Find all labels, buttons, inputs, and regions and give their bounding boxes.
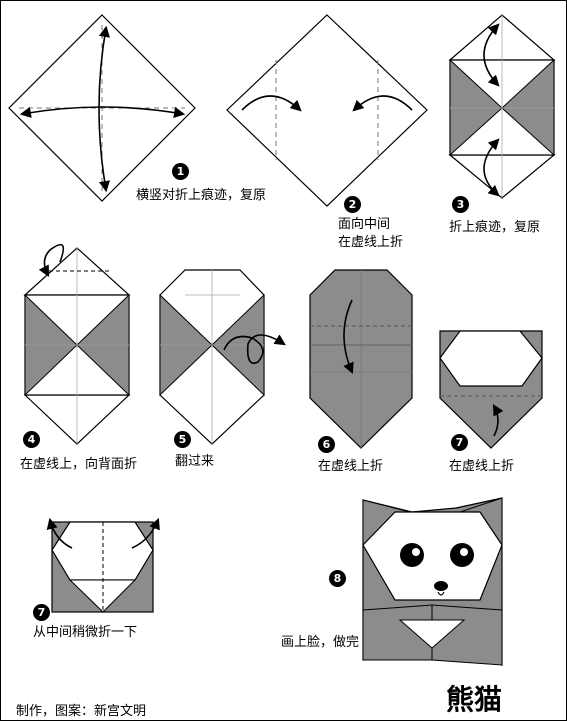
step-2-caption-line2: 在虚线上折 xyxy=(338,235,404,250)
step-3-caption: 折上痕迹，复原 xyxy=(449,220,541,235)
diagram-title: 熊猫 xyxy=(446,683,503,716)
step-7-badge: 7 xyxy=(451,434,468,451)
step3-diagram xyxy=(448,14,556,199)
step-3-badge: 3 xyxy=(452,196,469,213)
step-5-badge: 5 xyxy=(174,431,191,448)
step-4-badge: 4 xyxy=(23,431,40,448)
step-4-caption: 在虚线上，向背面折 xyxy=(20,457,138,472)
step1-diagram xyxy=(8,14,196,202)
step-1-badge: 1 xyxy=(172,163,189,180)
step2-diagram xyxy=(226,14,428,207)
step-2-caption: 面向中间 xyxy=(338,217,391,232)
step-6-caption: 在虚线上折 xyxy=(318,459,384,474)
step6-diagram xyxy=(309,269,413,449)
step-5-caption: 翻过来 xyxy=(175,454,215,469)
step7-diagram xyxy=(439,330,543,449)
step-1-caption: 横竖对折上痕迹，复原 xyxy=(136,188,267,203)
step-6-badge: 6 xyxy=(318,436,335,453)
step-8-badge: 8 xyxy=(329,570,346,587)
step-7b-caption: 从中间稍微折一下 xyxy=(33,625,138,640)
step-7-caption: 在虚线上折 xyxy=(449,459,515,474)
credit-text: 制作，图案：新宫文明 xyxy=(16,704,147,719)
step-2-badge: 2 xyxy=(344,196,361,213)
step5-diagram xyxy=(159,269,286,445)
step4-diagram xyxy=(23,243,131,445)
panda-face xyxy=(362,497,503,666)
step-7b-badge: 7 xyxy=(33,604,50,621)
step7b-diagram xyxy=(46,517,160,613)
step-8-caption: 画上脸，做完 xyxy=(281,635,360,650)
